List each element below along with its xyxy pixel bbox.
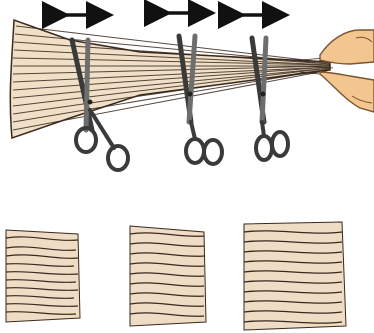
hair-sample-left xyxy=(6,230,80,322)
hair-strand-fan xyxy=(10,20,333,138)
hair-sample-middle xyxy=(130,226,206,326)
hair-sample-right xyxy=(244,222,346,330)
